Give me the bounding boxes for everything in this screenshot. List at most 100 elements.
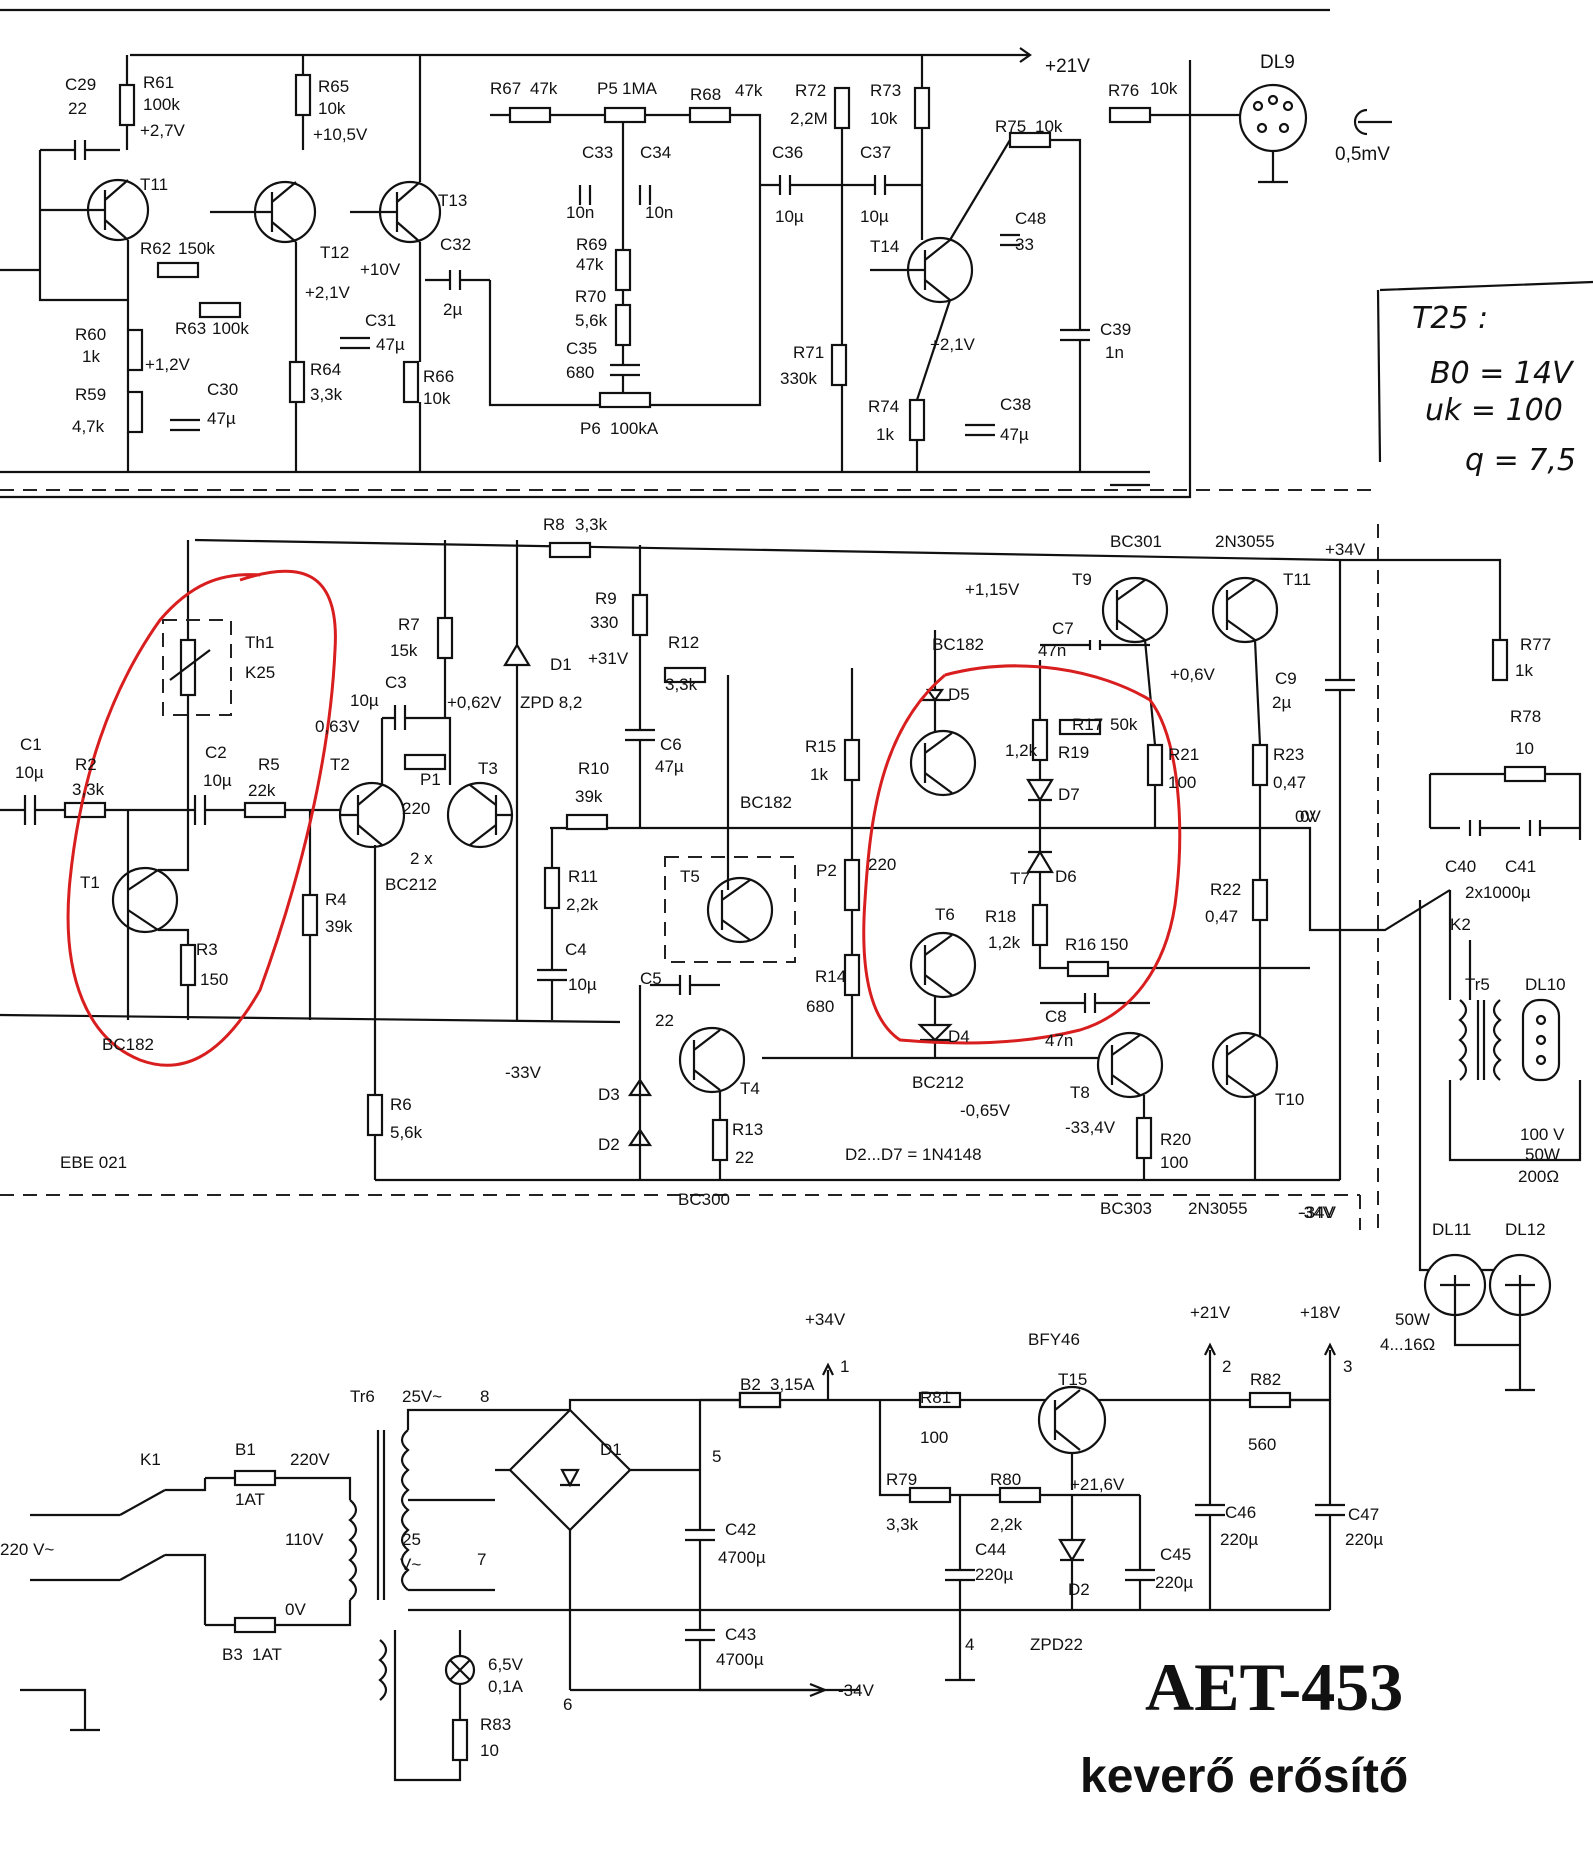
t8-voltage: -33,4V: [1065, 1118, 1116, 1137]
r13-value: 22: [735, 1148, 754, 1167]
r64-resistor: [288, 360, 306, 404]
preamp-section: [0, 8, 1392, 499]
neg33-label: -33V: [505, 1063, 542, 1082]
r78-label: R78: [1510, 707, 1541, 726]
speaker-impedance: 4...16Ω: [1380, 1335, 1435, 1354]
r60-voltage: +1,2V: [145, 355, 191, 374]
bridge-label: D1: [600, 1440, 622, 1459]
r15-label: R15: [805, 737, 836, 756]
b2-fuse: [738, 1391, 782, 1409]
r66-resistor: [402, 360, 420, 404]
r65-resistor: [294, 73, 312, 117]
t8-type: BC303: [1100, 1199, 1152, 1218]
r23-label: R23: [1273, 745, 1304, 764]
r3-resistor: [179, 943, 197, 987]
t4-transistor: [678, 1026, 746, 1094]
lamp-current: 0,1A: [488, 1677, 524, 1696]
mains-0-tap: 0V: [285, 1600, 306, 1619]
b1-fuse: [233, 1469, 277, 1487]
t9-label: T9: [1072, 570, 1092, 589]
t7-type: BC182: [932, 635, 984, 654]
r21-label: R21: [1168, 745, 1199, 764]
handwritten-note: T25 : B0 = 14V uk = 100 q = 7,5: [1376, 280, 1593, 478]
r8-resistor: [548, 541, 592, 559]
c34-label: C34: [640, 143, 671, 162]
c35-value: 680: [566, 363, 594, 382]
c38-label: C38: [1000, 395, 1031, 414]
r20-value: 100: [1160, 1153, 1188, 1172]
pos-rail-label: +34V: [1325, 540, 1366, 559]
dl10-connector: [1521, 998, 1561, 1082]
c40-c41-value: 2x1000µ: [1465, 883, 1531, 902]
r61-resistor: [118, 83, 136, 127]
output-level-label: 0,5mV: [1335, 144, 1390, 165]
neg34-label: -34V: [1300, 1203, 1337, 1222]
r21-resistor: [1146, 743, 1164, 787]
d4-label: D4: [948, 1027, 970, 1046]
k2-label: K2: [1450, 915, 1471, 934]
r59-value: 4,7k: [72, 417, 105, 436]
c44-label: C44: [975, 1540, 1006, 1559]
r7-label: R7: [398, 615, 420, 634]
p5-potentiometer: [603, 106, 647, 124]
r2-resistor: [63, 801, 107, 819]
b1-value: 1AT: [235, 1490, 265, 1509]
c29-label: C29: [65, 75, 96, 94]
p2-potentiometer: [843, 858, 861, 912]
output-zero-label: 0V: [1300, 807, 1321, 826]
p5-value: 1MA: [622, 79, 658, 98]
r72-resistor: [833, 86, 851, 130]
r5-label: R5: [258, 755, 280, 774]
p1-value: 220: [402, 799, 430, 818]
r79-value: 3,3k: [886, 1515, 919, 1534]
c2-label: C2: [205, 743, 227, 762]
r63-value: 100k: [212, 319, 249, 338]
c36-label: C36: [772, 143, 803, 162]
r6-value: 5,6k: [390, 1123, 423, 1142]
r60-value: 1k: [82, 347, 100, 366]
preamp-labels: +21V DL9 0,5mV C29 22 R61 100k +2,7V R65…: [65, 52, 1390, 444]
r72-label: R72: [795, 81, 826, 100]
t2-label: T2: [330, 755, 350, 774]
c9-value: 2µ: [1272, 693, 1291, 712]
c46-value: 220µ: [1220, 1530, 1258, 1549]
r77-value: 1k: [1515, 661, 1533, 680]
r71-resistor: [830, 343, 848, 387]
tr6-voltage: 25V~: [402, 1387, 442, 1406]
r81-value: 100: [920, 1428, 948, 1447]
t2-t3-type: BC212: [385, 875, 437, 894]
mains-220-tap: 220V: [290, 1450, 330, 1469]
t1-type: BC182: [102, 1035, 154, 1054]
r15-resistor: [843, 738, 861, 782]
r23-value: 0,47: [1273, 773, 1306, 792]
p6-potentiometer: [598, 391, 652, 409]
p2-value: 220: [868, 855, 896, 874]
c5-label: C5: [640, 969, 662, 988]
r20-resistor: [1135, 1116, 1153, 1160]
r65-value: 10k: [318, 99, 346, 118]
neg-rail-label: -34V: [1298, 1203, 1335, 1222]
t11-base-voltage: +2,7V: [140, 121, 186, 140]
r82-label: R82: [1250, 1370, 1281, 1389]
b3-fuse: [233, 1616, 277, 1634]
r73-value: 10k: [870, 109, 898, 128]
r5-resistor: [243, 801, 287, 819]
r21-value: 100: [1168, 773, 1196, 792]
t8-base-voltage: -0,65V: [960, 1101, 1011, 1120]
c42-label: C42: [725, 1520, 756, 1539]
preamp-rail-label: +21V: [1045, 56, 1090, 77]
c43-value: 4700µ: [716, 1650, 764, 1669]
r16-resistor: [1066, 960, 1110, 978]
t14-voltage: +2,1V: [930, 335, 976, 354]
power-amp-section: [0, 489, 1582, 1392]
t9-type: BC301: [1110, 532, 1162, 551]
r66-value: 10k: [423, 389, 451, 408]
dl10-label: DL10: [1525, 975, 1566, 994]
r64-value: 3,3k: [310, 385, 343, 404]
c41-label: C41: [1505, 857, 1536, 876]
r13-resistor: [711, 1118, 729, 1162]
r68-resistor: [688, 106, 732, 124]
t3-voltage: +0,62V: [447, 693, 502, 712]
r15-value: 1k: [810, 765, 828, 784]
c33-value: 10n: [566, 203, 594, 222]
